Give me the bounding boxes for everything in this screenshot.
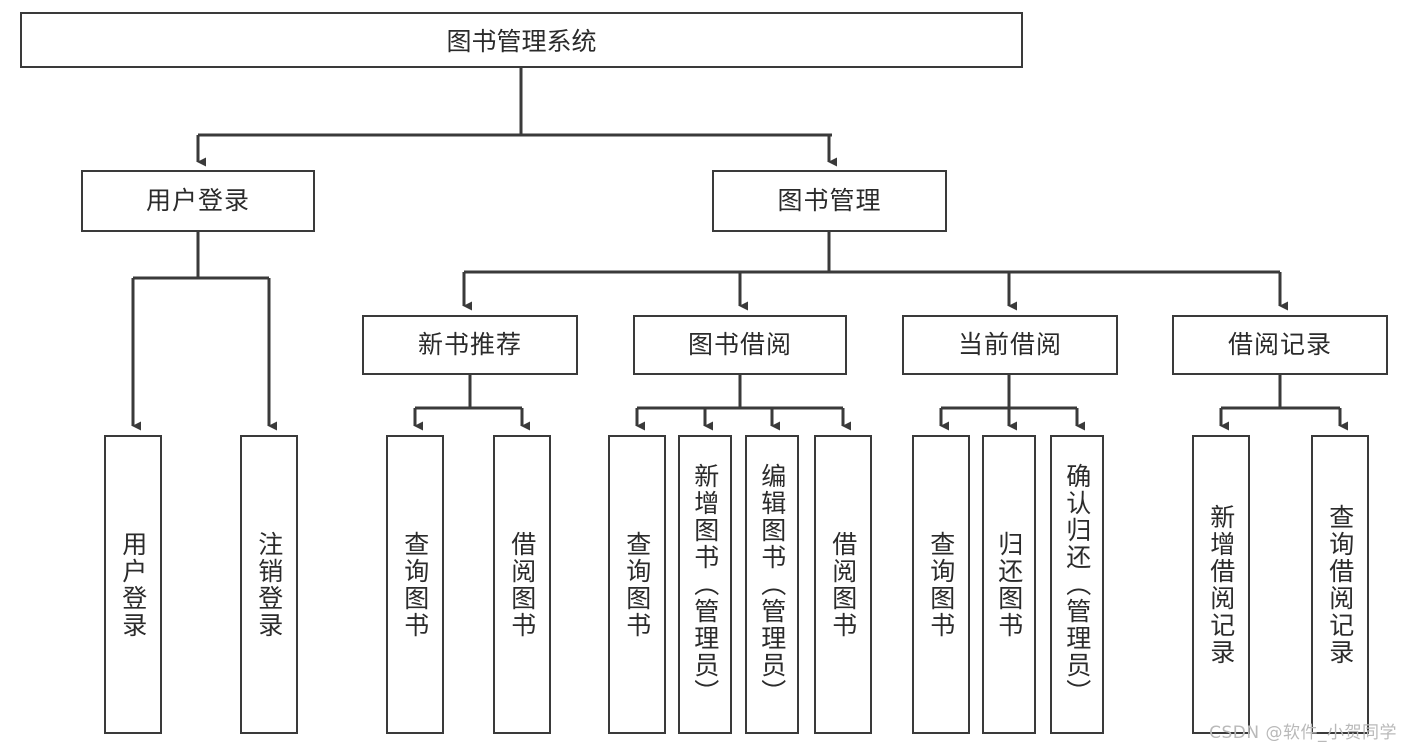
csdn-watermark: CSDN @软件_小贺同学 [1209,723,1397,743]
node-current-borrow[interactable]: 当前借阅 [902,315,1118,375]
node-borrow-record[interactable]: 借阅记录 [1172,315,1388,375]
leaf-user-login-login[interactable]: 用户登录 [104,435,162,734]
node-book-management[interactable]: 图书管理 [712,170,947,232]
leaf-current-confirm-return-admin[interactable]: 确认归还（管理员） [1050,435,1104,734]
node-new-book-recommend[interactable]: 新书推荐 [362,315,578,375]
leaf-borrow-borrow-book[interactable]: 借阅图书 [814,435,872,734]
leaf-new-book-query[interactable]: 查询图书 [386,435,444,734]
leaf-record-query-record[interactable]: 查询借阅记录 [1311,435,1369,734]
leaf-borrow-add-book-admin[interactable]: 新增图书（管理员） [678,435,732,734]
leaf-user-login-logout[interactable]: 注销登录 [240,435,298,734]
leaf-borrow-edit-book-admin[interactable]: 编辑图书（管理员） [745,435,799,734]
node-book-borrow[interactable]: 图书借阅 [633,315,847,375]
leaf-current-query-book[interactable]: 查询图书 [912,435,970,734]
leaf-current-return-book[interactable]: 归还图书 [982,435,1036,734]
leaf-borrow-query-book[interactable]: 查询图书 [608,435,666,734]
node-root-system[interactable]: 图书管理系统 [20,12,1023,68]
leaf-record-add-record[interactable]: 新增借阅记录 [1192,435,1250,734]
node-user-login[interactable]: 用户登录 [81,170,315,232]
leaf-new-book-borrow[interactable]: 借阅图书 [493,435,551,734]
